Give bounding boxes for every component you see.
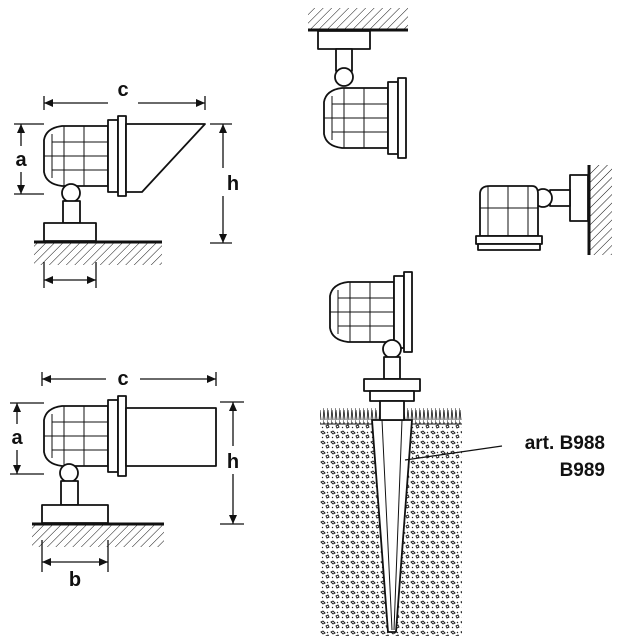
label-c: c bbox=[117, 79, 128, 101]
base-plate-bottom bbox=[41, 504, 109, 524]
label-a: a bbox=[15, 149, 27, 171]
dimension-c-bottom: c bbox=[41, 368, 217, 390]
dimension-a-bottom: a bbox=[10, 402, 44, 475]
label-b: b bbox=[69, 569, 81, 591]
label-h-bottom: h bbox=[227, 451, 239, 473]
label-a-bottom: a bbox=[11, 427, 23, 449]
ground-hatch bbox=[34, 243, 162, 265]
wall-mount-fixture bbox=[475, 165, 612, 255]
ceiling-mount-fixture bbox=[308, 8, 408, 159]
dimension-c-top: c bbox=[43, 79, 206, 110]
top-left-fixture: c a h bbox=[14, 79, 239, 288]
bottom-left-fixture: c a h b bbox=[10, 368, 244, 591]
dimension-b-top bbox=[43, 262, 97, 288]
label-c-bottom: c bbox=[117, 368, 128, 390]
article-number-label: art. B988 bbox=[525, 433, 605, 454]
article-leader-line bbox=[404, 445, 503, 461]
dimension-h-top: h bbox=[210, 123, 239, 244]
dimension-a-top: a bbox=[14, 123, 44, 195]
spike-mount-fixture: art. B988 B989 bbox=[320, 271, 605, 636]
dimension-h-bottom: h bbox=[220, 401, 244, 525]
angled-visor bbox=[125, 123, 206, 193]
base-plate bbox=[43, 222, 97, 242]
tube-visor bbox=[125, 407, 217, 467]
dimension-b-bottom: b bbox=[41, 540, 109, 591]
label-h: h bbox=[227, 173, 239, 195]
article-number-label-2: B989 bbox=[560, 460, 605, 481]
